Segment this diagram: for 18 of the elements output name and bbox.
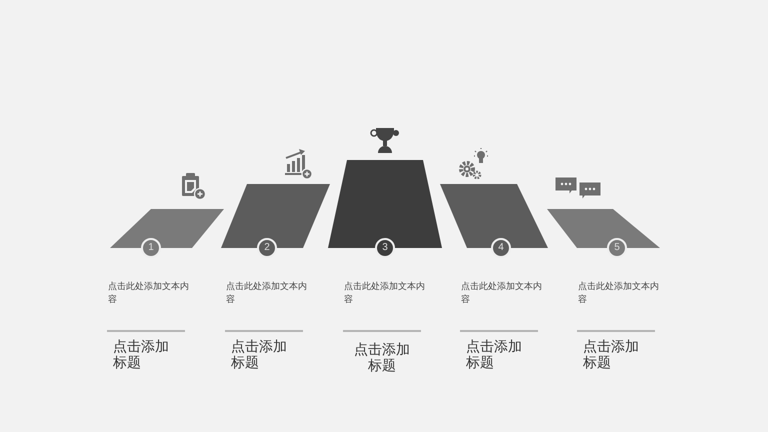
number-badge: 1 bbox=[141, 238, 161, 258]
step-title: 点击添加标题 bbox=[466, 338, 523, 370]
step-platform bbox=[110, 209, 224, 248]
step-title: 点击添加标题 bbox=[231, 338, 288, 370]
step-title: 点击添加标题 bbox=[583, 338, 640, 370]
number-badge: 2 bbox=[257, 238, 277, 258]
step-platform bbox=[440, 184, 548, 248]
number-badge: 3 bbox=[375, 238, 395, 258]
step-platform bbox=[221, 184, 330, 248]
step-title: 点击添加标题 bbox=[353, 341, 411, 373]
body-text: 点击此处添加文本内容 bbox=[226, 280, 308, 306]
body-text: 点击此处添加文本内容 bbox=[108, 280, 190, 306]
body-text: 点击此处添加文本内容 bbox=[344, 280, 426, 306]
body-text: 点击此处添加文本内容 bbox=[578, 280, 660, 306]
step-title: 点击添加标题 bbox=[113, 338, 170, 370]
body-text: 点击此处添加文本内容 bbox=[461, 280, 543, 306]
number-badge: 5 bbox=[607, 238, 627, 258]
number-badge: 4 bbox=[491, 238, 511, 258]
